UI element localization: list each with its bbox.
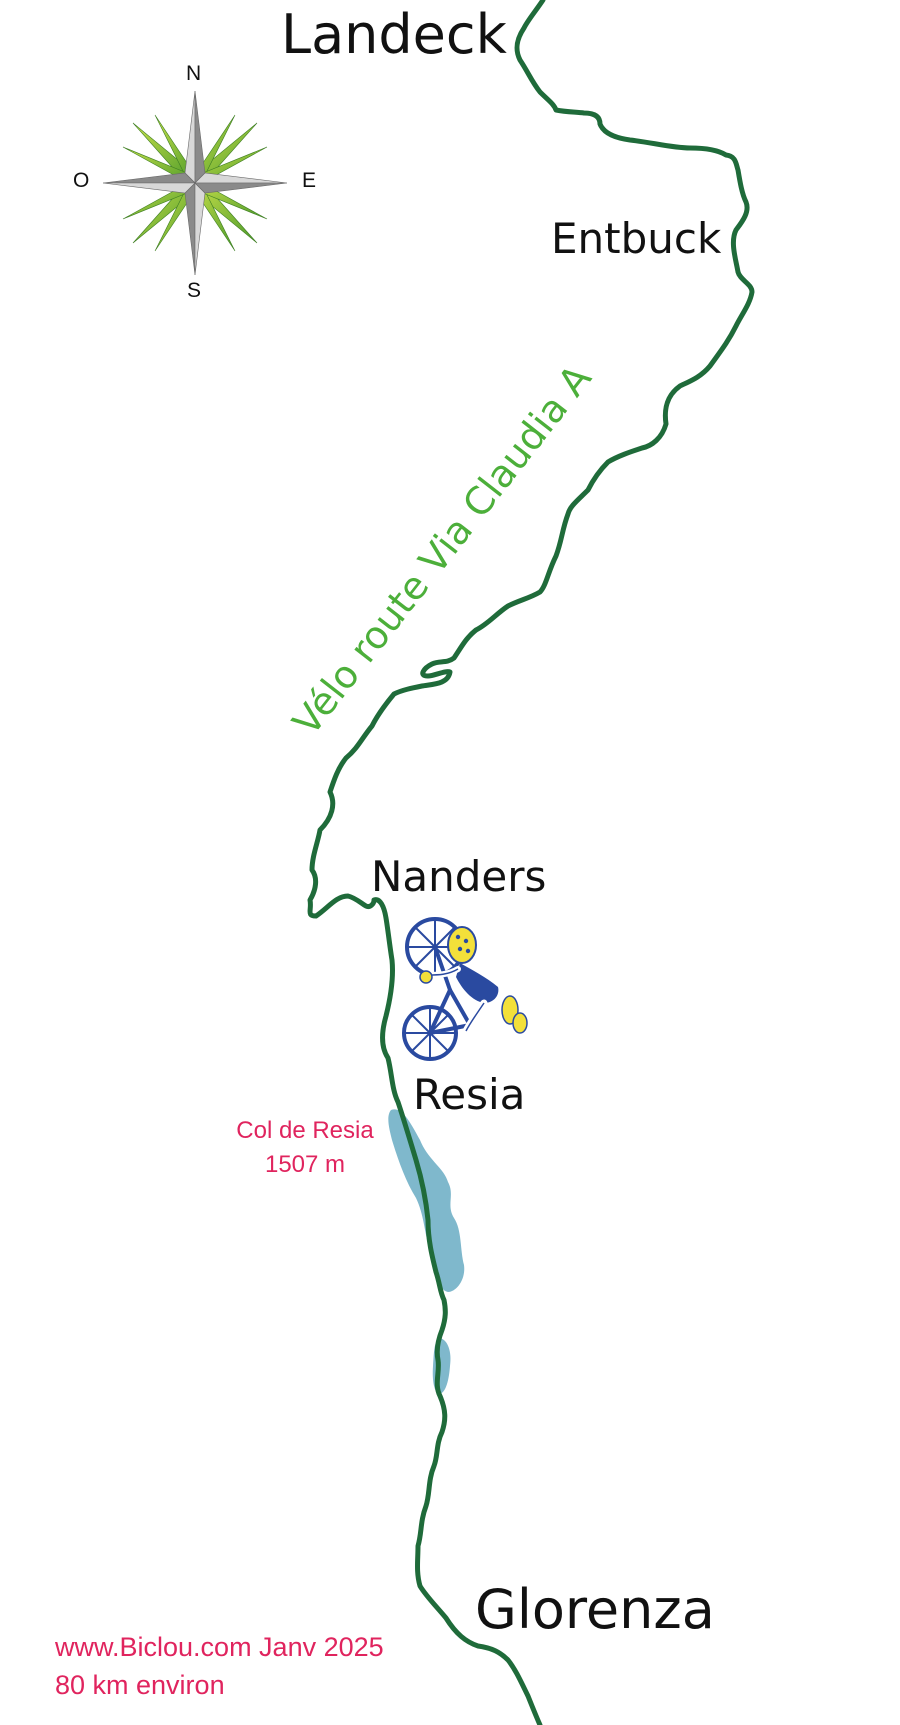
credit-distance: 80 km environ: [55, 1670, 225, 1700]
town-label-glorenza: Glorenza: [475, 1578, 715, 1641]
cyclist-icon: [402, 917, 528, 1061]
compass-east-label: E: [302, 169, 317, 192]
town-label-landeck: Landeck: [281, 3, 507, 66]
credit-website: www.Biclou.com Janv 2025: [55, 1632, 384, 1662]
town-label-nanders: Nanders: [371, 852, 547, 901]
town-label-entbuck: Entbuck: [551, 214, 722, 263]
pass-name: Col de Resia: [236, 1117, 374, 1144]
compass-rose-icon: [102, 90, 288, 276]
compass-north-label: N: [186, 62, 202, 85]
pass-label: Col de Resia 1507 m: [205, 1114, 405, 1182]
pass-altitude: 1507 m: [264, 1151, 346, 1178]
route-line: [307, 0, 755, 1725]
compass-west-label: O: [73, 169, 90, 192]
town-label-resia: Resia: [413, 1070, 526, 1119]
compass-south-label: S: [187, 279, 202, 302]
